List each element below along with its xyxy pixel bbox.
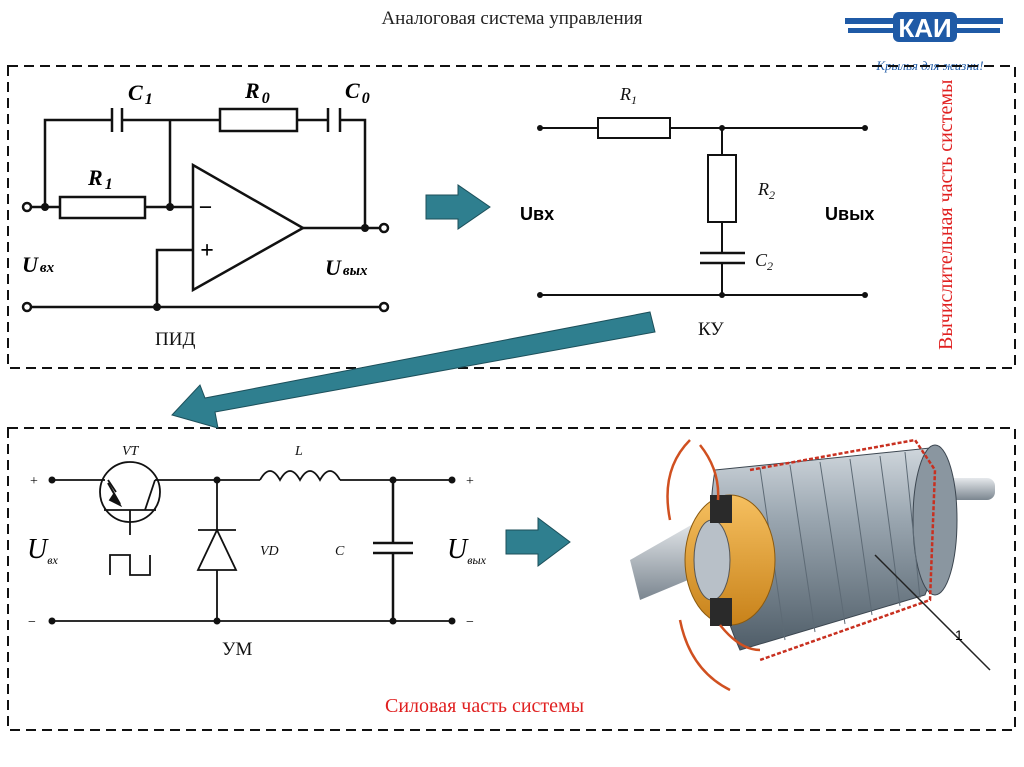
ku-r1-label: R1 [619, 84, 637, 107]
um-vt-label: VT [122, 444, 140, 459]
logo-text: КАИ [898, 13, 951, 43]
um-circuit [48, 461, 456, 625]
um-plus-out: + [466, 474, 474, 489]
ku-circuit [537, 117, 868, 298]
ku-uout-label: Uвых [825, 204, 874, 224]
ku-uin-label: Uвх [520, 204, 554, 224]
power-part-frame [7, 427, 1016, 731]
arrow-down-left-icon [171, 311, 656, 429]
pid-circuit [21, 107, 390, 313]
um-l-label: L [294, 444, 303, 459]
um-uout-label: Uвых [447, 534, 487, 567]
pid-label: ПИД [155, 329, 195, 350]
arrow-right-icon [425, 184, 491, 230]
motor-callout: 1 [955, 627, 963, 643]
um-minus-out: − [466, 615, 474, 630]
computing-part-label: Вычислительная часть системы [935, 80, 957, 350]
computing-part-frame [7, 65, 1016, 369]
um-vd-label: VD [260, 544, 279, 559]
um-plus-in: + [30, 474, 38, 489]
arrow-right-icon [505, 517, 571, 567]
um-c-label: C [335, 544, 345, 559]
ku-c2-label: C2 [755, 250, 773, 273]
kai-logo: КАИ Крылья для жизни! [845, 12, 1003, 73]
um-uin-label: Uвх [27, 534, 58, 567]
opamp-minus: − [198, 195, 213, 221]
um-minus-in: − [28, 615, 36, 630]
um-label: УМ [222, 639, 252, 660]
opamp-plus: + [200, 238, 214, 264]
slide-title: Аналоговая система управления [381, 8, 643, 29]
ku-label: КУ [698, 319, 724, 340]
ku-r2-label: R2 [757, 179, 775, 202]
power-part-label: Силовая часть системы [385, 695, 584, 717]
motor-rotor-image: 1 [630, 438, 995, 692]
